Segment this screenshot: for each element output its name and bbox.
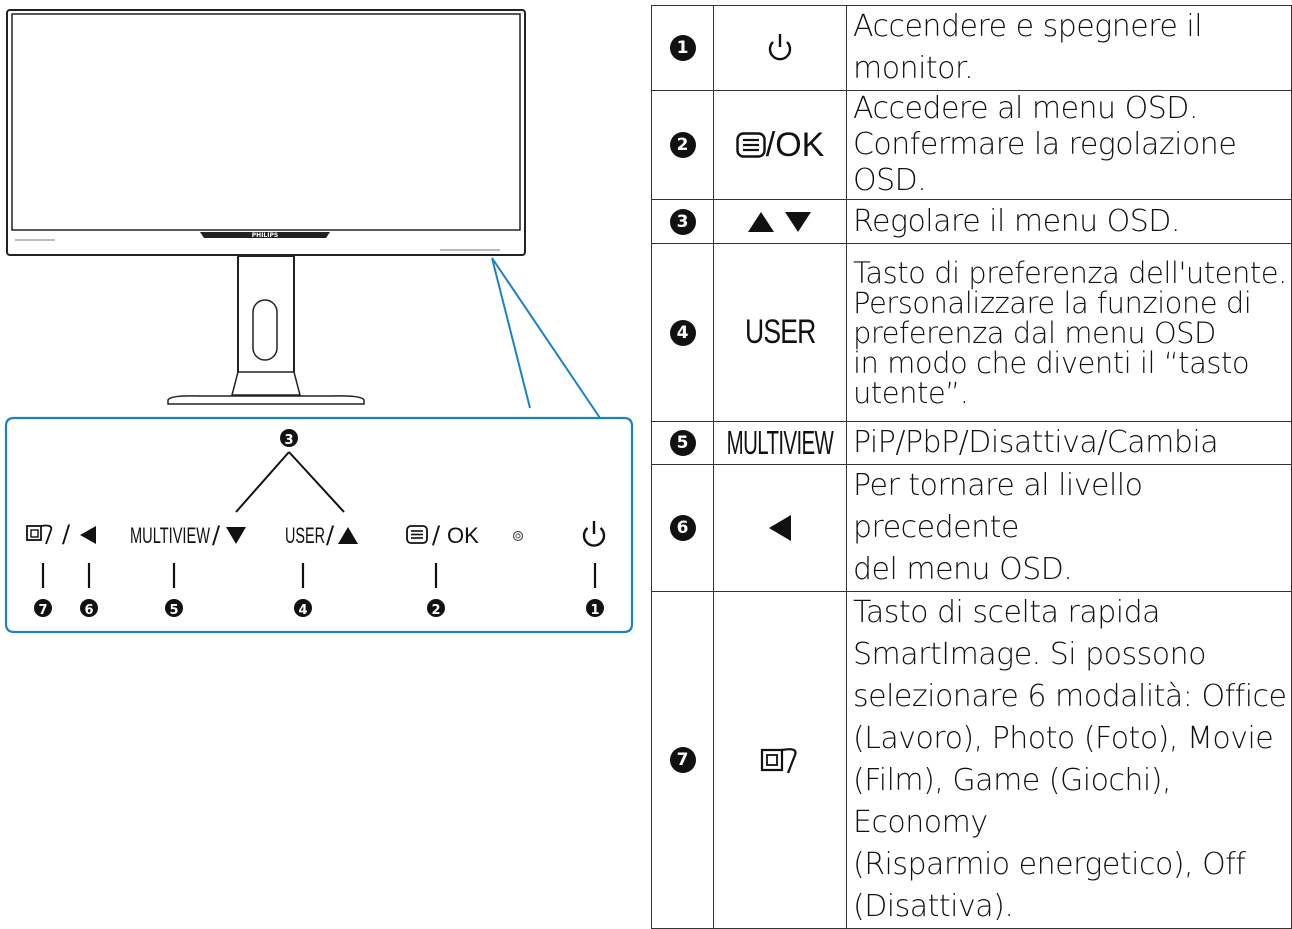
brand-logo: PHILIPS	[252, 232, 278, 239]
multiview-label: MULTIVIEW	[130, 523, 210, 548]
row-description: (Lavoro), Photo (Foto), Movie	[852, 721, 1274, 756]
row-description: (Disattiva).	[852, 889, 1014, 924]
svg-text:6: 6	[84, 603, 93, 618]
smartimage-icon	[26, 524, 53, 545]
back-arrow-icon	[769, 515, 792, 541]
row-description: SmartImage. Si possono	[852, 637, 1207, 672]
user-label: USER	[285, 523, 325, 548]
table-row: 5 MULTIVIEW PiP/PbP/Disattiva/Cambia	[650, 421, 1292, 465]
slash-separator: /	[765, 125, 776, 164]
table-row: 7 Tasto di scelta rapida SmartImage. Si …	[650, 591, 1292, 929]
back-arrow-icon	[80, 526, 96, 544]
table-row: 4 USER Tasto di preferenza dell'utente. …	[650, 243, 1292, 422]
row-number-badge: 2	[669, 132, 696, 158]
row-description: Tasto di preferenza dell'utente.	[852, 255, 1287, 290]
svg-text:1: 1	[590, 603, 599, 618]
row-description: del menu OSD.	[852, 552, 1073, 587]
callout-6: 6	[80, 599, 98, 618]
svg-text:5: 5	[169, 603, 178, 618]
monitor-drawing: PHILIPS	[6, 9, 526, 405]
user-key-label: USER	[744, 313, 816, 351]
row-description: Accedere al menu OSD.	[852, 91, 1198, 126]
row-description: selezionare 6 modalità: Office	[852, 679, 1287, 714]
multiview-key-label: MULTIVIEW	[726, 424, 834, 461]
callout-2: 2	[427, 599, 445, 618]
row-number-badge: 5	[669, 430, 696, 456]
button-panel-frame	[4, 416, 634, 634]
up-down-arrows-icon	[748, 211, 812, 232]
row-number-badge: 3	[669, 208, 696, 235]
down-arrow-icon	[226, 527, 246, 544]
row-description: (Film), Game (Giochi), Economy	[852, 763, 1172, 840]
row-description: in modo che diventi il “tasto	[852, 345, 1250, 380]
table-row: 3 Regolare il menu OSD.	[650, 199, 1292, 244]
row-description: utente”.	[852, 375, 969, 410]
callout-1: 1	[586, 599, 604, 618]
callout-leader-lines	[41, 563, 597, 588]
panel-slash: /	[62, 520, 71, 548]
table-row: 2 /OK Accedere al menu OSD. Confermare l…	[650, 90, 1292, 200]
menu-icon	[406, 525, 428, 544]
row-description: Personalizzare la funzione di	[852, 285, 1252, 320]
smartimage-icon	[760, 748, 797, 774]
power-led-indicator	[512, 530, 524, 542]
svg-text:3: 3	[284, 433, 293, 448]
power-icon	[768, 34, 792, 61]
row-number-badge: 4	[669, 319, 696, 346]
callout-7: 7	[34, 599, 52, 618]
svg-text:7: 7	[38, 603, 47, 618]
panel-slash: /	[432, 521, 441, 549]
menu-icon	[736, 132, 766, 158]
controls-table: 1 Accendere e spegnere il monitor. 2 /OK…	[650, 5, 1292, 929]
panel-slash: /	[326, 521, 335, 549]
ok-label: OK	[775, 125, 825, 164]
callout-3: 3	[235, 429, 345, 513]
up-arrow-icon	[338, 527, 358, 544]
callout-4: 4	[294, 599, 312, 618]
power-icon	[582, 521, 606, 547]
row-number-badge: 1	[669, 35, 696, 61]
row-description: Regolare il menu OSD.	[852, 203, 1180, 239]
row-description: Confermare la regolazione OSD.	[852, 127, 1237, 198]
row-number-badge: 6	[669, 515, 696, 541]
row-number-badge: 7	[669, 747, 696, 773]
table-row: 1 Accendere e spegnere il monitor.	[650, 5, 1292, 91]
row-description: Tasto di scelta rapida	[852, 595, 1161, 630]
table-row: 6 Per tornare al livello precedente del …	[650, 464, 1292, 592]
svg-text:4: 4	[298, 603, 307, 618]
row-description: preferenza dal menu OSD	[852, 315, 1216, 350]
svg-text:2: 2	[431, 603, 440, 618]
row-description: Accendere e spegnere il monitor.	[852, 9, 1203, 86]
monitor-illustration: PHILIPS 3 / MULTIVIEW / USER / / OK	[4, 9, 634, 634]
panel-slash: /	[212, 521, 221, 549]
row-description: Per tornare al livello precedente	[852, 468, 1143, 545]
row-description: PiP/PbP/Disattiva/Cambia	[852, 425, 1219, 460]
callout-5: 5	[165, 599, 183, 618]
zoom-lines	[491, 257, 601, 419]
ok-label: OK	[447, 523, 479, 548]
row-description: (Risparmio energetico), Off	[852, 847, 1246, 882]
